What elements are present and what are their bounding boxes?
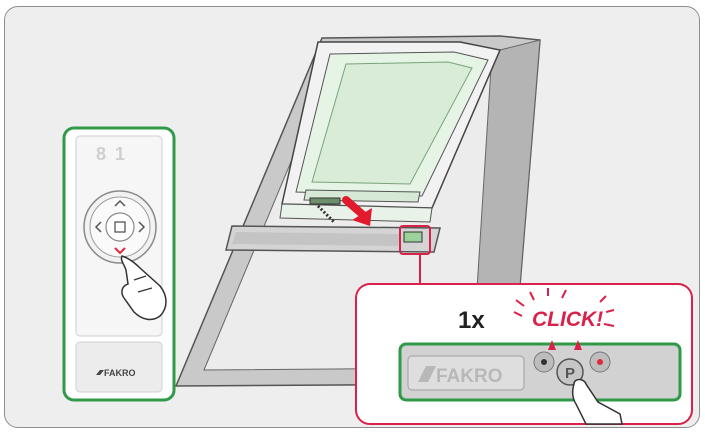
click-sound-text: CLICK!	[532, 308, 603, 331]
panel-brand: FAKRO	[436, 366, 503, 387]
fakro-logo-icon: FAKRO	[96, 368, 136, 378]
pairing-button-label: P	[565, 365, 575, 382]
pointer-arrow-icon	[342, 196, 366, 218]
remote-display: 8 1	[96, 144, 127, 164]
status-led	[597, 359, 603, 365]
receiver-callout: 1x CLICK! FAKRO P	[355, 283, 693, 425]
pairing-button[interactable]	[556, 358, 584, 386]
arrow-down-icon[interactable]	[114, 247, 126, 255]
hand-icon	[120, 255, 167, 321]
remote-control: 8 1 FAKRO	[62, 126, 176, 402]
stop-icon[interactable]	[114, 221, 126, 233]
arrow-left-icon[interactable]	[94, 221, 102, 233]
remote-brand: FAKRO	[104, 368, 136, 378]
arrow-right-icon[interactable]	[138, 221, 146, 233]
press-count: 1x	[458, 307, 485, 334]
finger-icon	[571, 378, 623, 425]
arrow-up-icon[interactable]	[114, 199, 126, 207]
receiver-highlight	[399, 225, 431, 255]
window-sash	[279, 41, 502, 223]
click-burst-icon	[513, 288, 615, 327]
